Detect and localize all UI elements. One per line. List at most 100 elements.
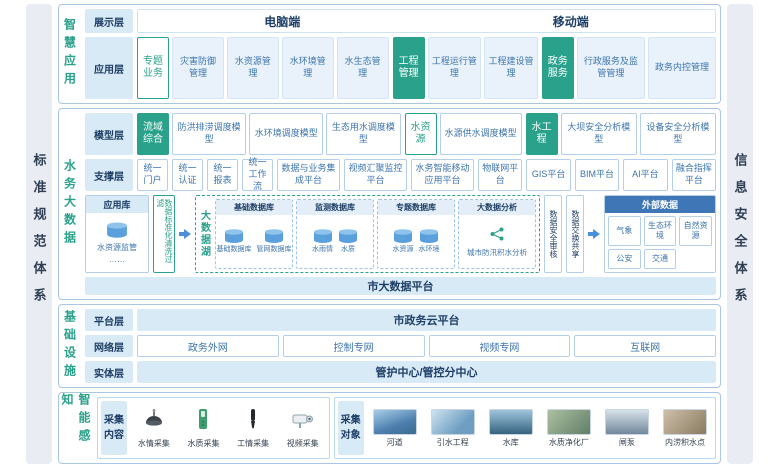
diagram-main-column: 智慧应用 展示层 电脑端 移动端 应用层 专题业务 灾害防御管理 水资源管理 水…: [58, 4, 721, 464]
app-item: 水生态管理: [336, 37, 389, 99]
water-level-sensor-icon: [142, 407, 166, 436]
ellipsis-more: ……: [109, 254, 125, 264]
model-item: 生态用水调度模型: [326, 113, 401, 155]
model-item: 防洪排涝调度模型: [172, 113, 247, 155]
sensing-content-label: 水质采集: [187, 439, 220, 448]
app-item: 工程运行管理: [427, 37, 482, 99]
support-item: AI平台: [623, 159, 668, 191]
infrastructure-body: 平台层 市政务云平台 网络层 政务外网 控制专网 视频专网 互联网 实体层 管护…: [81, 305, 720, 387]
data-security-audit-box: 数据安全审核: [544, 195, 562, 273]
sensing-content-label: 视频采集: [286, 439, 319, 448]
collection-content-box: 采集内容 水情采集 水质采集: [97, 397, 330, 459]
support-item: 统一报表: [207, 159, 238, 191]
thematic-database-box: 专题数据库 水资源 水环境: [377, 199, 455, 269]
external-data-head: 外部数据: [605, 196, 715, 213]
cylinder-row: 基础数据库 管网数据库: [217, 215, 292, 268]
sensing-content-item: 视频采集: [280, 401, 326, 455]
big-data-lake-label: 大数据湖: [198, 210, 210, 258]
support-item: 水务智能移动应用平台: [411, 159, 474, 191]
river-photo: [372, 408, 417, 435]
support-item: 视频汇聚监控平台: [344, 159, 407, 191]
database-cylinder: 水环境: [419, 229, 440, 254]
external-data-box: 外部数据 气象 生态环境 自然资源 公安 交通: [604, 195, 716, 273]
water-quality-sensor-icon: [191, 407, 215, 436]
support-item: 统一工作流: [242, 157, 273, 191]
entity-layer-row: 实体层 管护中心/管控分中心: [85, 361, 716, 383]
sensing-object-label: 内涝积水点: [664, 437, 705, 447]
database-cylinder: 水质: [338, 229, 358, 254]
sensing-object-label: 引水工程: [436, 437, 469, 447]
cylinder-row: 水雨情 水质: [312, 215, 358, 268]
external-item: 公安: [608, 248, 641, 269]
sensing-object-item: 闸泵: [600, 401, 654, 455]
big-data-analysis-head: 大数据分析: [459, 200, 535, 215]
external-item: 自然资源: [679, 216, 712, 246]
support-item: 统一门户: [137, 159, 168, 191]
support-item: 物联网平台: [478, 159, 523, 191]
water-engineering-head: 水工程: [525, 113, 558, 155]
support-layer-row: 支撑层 统一门户 统一认证 统一报表 统一工作流 数据与业务集成平台 视频汇聚监…: [85, 157, 717, 191]
network-item: 视频专网: [428, 335, 571, 357]
government-service-head: 政务服务: [541, 37, 574, 99]
mobile-terminal-label: 移动端: [552, 14, 589, 29]
model-item: 水环境调度模型: [249, 113, 324, 155]
sensing-object-item: 水库: [484, 401, 538, 455]
sensing-object-label: 闸泵: [618, 437, 635, 447]
sensing-object-item: 内涝积水点: [658, 401, 712, 455]
support-item: BIM平台: [574, 159, 620, 191]
sensing-content-label: 水情采集: [137, 439, 170, 448]
app-item: 工程建设管理: [484, 37, 538, 99]
sensing-row: 采集内容 水情采集 水质采集: [97, 397, 716, 459]
sensing-content-item: 水质采集: [181, 401, 227, 455]
cylinder-row: 水资源 水环境: [393, 215, 440, 268]
app-item: 水资源管理: [226, 37, 279, 99]
government-service-group: 政务服务 行政服务及监管管理 政务内控管理: [541, 37, 717, 99]
application-library-body: 水资源监管 ……: [86, 213, 148, 272]
section-infrastructure: 基础设施 平台层 市政务云平台 网络层 政务外网 控制专网 视频专网 互联网 实…: [58, 304, 721, 388]
water-resource-head: 水资源: [404, 113, 437, 155]
application-layer-tag: 应用层: [85, 37, 133, 99]
water-diversion-photo: [430, 408, 475, 435]
reservoir-photo: [488, 408, 533, 435]
network-item: 控制专网: [282, 335, 425, 357]
application-library-head: 应用库: [86, 196, 148, 213]
database-cylinder-icon: [420, 229, 438, 243]
big-data-analysis-body: 城市防汛积水分析: [465, 215, 529, 268]
engineering-sensor-icon: [241, 407, 265, 436]
water-resource-group: 水资源 水源供水调度模型: [404, 113, 522, 155]
model-layer-row: 模型层 流域综合 防洪排涝调度模型 水环境调度模型 生态用水调度模型 水资源 水…: [85, 113, 716, 155]
database-cylinder-icon: [225, 229, 243, 243]
cylinder-label: 管网数据库: [256, 246, 292, 253]
network-item: 互联网: [574, 335, 716, 357]
analysis-label: 城市防汛积水分析: [467, 247, 527, 257]
thematic-business-group: 专题业务 灾害防御管理 水资源管理 水环境管理 水生态管理: [137, 37, 389, 99]
video-camera-icon: [291, 407, 315, 436]
application-library-box: 应用库 水资源监管 ……: [85, 195, 149, 273]
big-data-lake-boxes: 基础数据库 基础数据库 管网数据库: [212, 196, 539, 272]
section-title-infrastructure: 基础设施: [62, 310, 77, 382]
app-item: 行政服务及监管管理: [576, 37, 645, 99]
water-bigdata-body: 模型层 流域综合 防洪排涝调度模型 水环境调度模型 生态用水调度模型 水资源 水…: [81, 109, 720, 299]
database-cylinder: 水资源: [393, 229, 414, 254]
model-layer-tag: 模型层: [85, 113, 133, 155]
section-smart-application: 智慧应用 展示层 电脑端 移动端 应用层 专题业务 灾害防御管理 水资源管理 水…: [58, 4, 721, 104]
external-item: 生态环境: [643, 216, 677, 246]
collection-objects-box: 采集对象 河道 引水工程 水库: [333, 397, 716, 459]
cylinder-label: 基础数据库: [216, 246, 252, 253]
network-layer-tag: 网络层: [85, 335, 133, 357]
basin-comprehensive-group: 流域综合 防洪排涝调度模型 水环境调度模型 生态用水调度模型: [137, 113, 401, 155]
management-center-bar: 管护中心/管控分中心: [137, 361, 716, 383]
water-engineering-group: 水工程 大坝安全分析模型 设备安全分析模型: [525, 113, 716, 155]
data-flow-row: 应用库 水资源监管 …… 数据标准化清洗过滤: [85, 195, 716, 273]
data-exchange-share-box: 数据交换共享: [566, 195, 584, 273]
flow-arrow-icon: [588, 228, 600, 240]
external-item: 气象: [608, 216, 641, 246]
collection-objects-tag: 采集对象: [337, 401, 364, 455]
model-item: 设备安全分析模型: [639, 113, 716, 155]
city-bigdata-platform-row: 市大数据平台: [85, 277, 716, 295]
support-item: 统一认证: [172, 159, 203, 191]
sensing-object-label: 水质净化厂: [548, 437, 589, 447]
sensing-object-item: 水质净化厂: [542, 401, 596, 455]
collection-content-tag: 采集内容: [101, 401, 127, 455]
